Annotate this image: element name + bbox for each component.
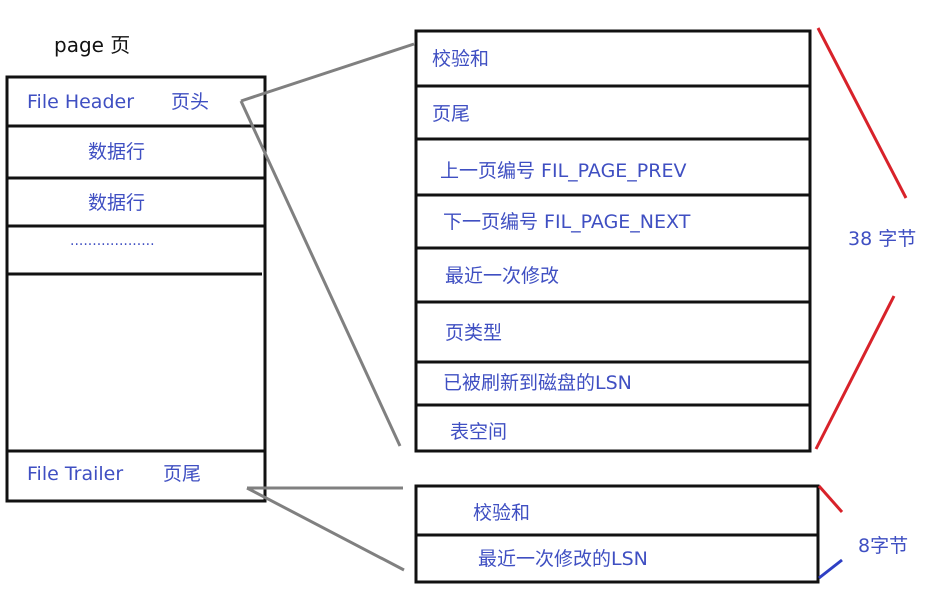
header-connector-bottom (239, 100, 402, 447)
page-box (5, 75, 267, 503)
header-size-bracket (814, 27, 908, 450)
header-field-flushed-lsn: 已被刷新到磁盘的LSN (443, 372, 632, 394)
trailer-bracket-top (817, 485, 844, 513)
header-field-next-page: 下一页编号 FIL_PAGE_NEXT (443, 211, 691, 233)
file-header-cn-label: 页头 (171, 91, 210, 113)
trailer-field-last-modified-lsn: 最近一次修改的LSN (478, 548, 648, 570)
connector-lines (239, 42, 415, 572)
file-header-label: File Header (27, 91, 135, 113)
trailer-size-label: 8字节 (858, 535, 909, 557)
header-field-checksum: 校验和 (432, 48, 490, 70)
header-field-prev-page: 上一页编号 FIL_PAGE_PREV (440, 160, 687, 182)
header-field-last-modified: 最近一次修改 (445, 265, 560, 287)
header-field-page-type: 页类型 (445, 322, 503, 344)
data-row-1: 数据行 (88, 141, 146, 163)
header-field-page-tail: 页尾 (432, 103, 471, 125)
trailer-connector-bottom (246, 486, 405, 572)
file-trailer-label: File Trailer (27, 463, 124, 485)
file-trailer-cn-label: 页尾 (163, 463, 202, 485)
header-field-tablespace: 表空间 (450, 421, 508, 443)
ellipsis-row: ................... (70, 233, 155, 249)
data-row-2: 数据行 (88, 192, 146, 214)
page-title: page 页 (54, 33, 131, 57)
header-connector-top (240, 42, 415, 103)
file-header-box (414, 29, 812, 453)
trailer-bracket-bottom (818, 558, 843, 580)
trailer-field-checksum: 校验和 (473, 502, 531, 524)
header-size-label: 38 字节 (848, 228, 917, 250)
trailer-size-bracket (817, 485, 844, 580)
file-trailer-box (414, 484, 820, 584)
